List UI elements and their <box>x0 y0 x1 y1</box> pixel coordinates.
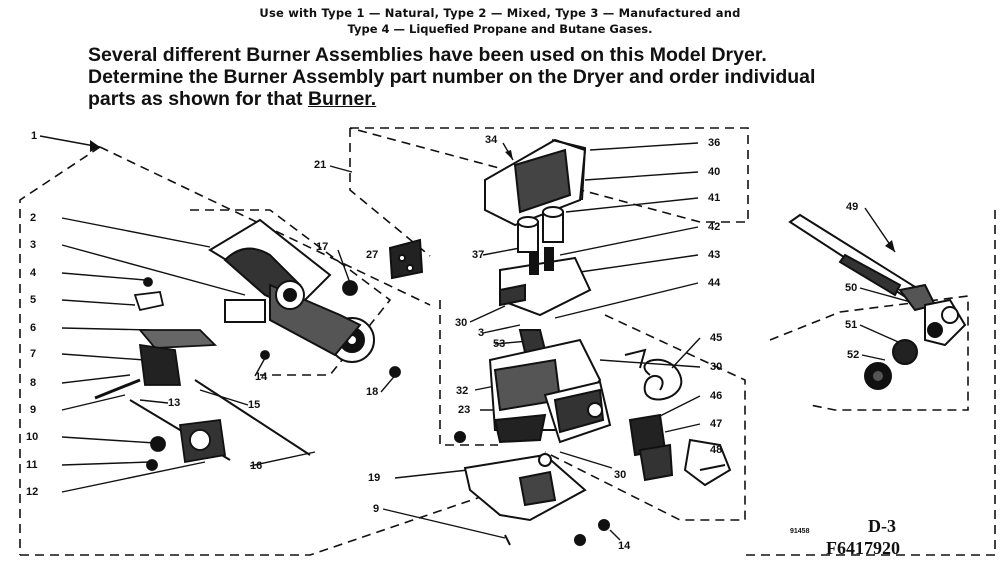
callout-50: 50 <box>845 282 857 294</box>
callout-6: 6 <box>30 322 36 334</box>
callout-30a: 30 <box>455 317 467 329</box>
callout-3: 3 <box>30 239 36 251</box>
mounting-bracket <box>463 453 610 546</box>
part-number: F6417920 <box>826 538 900 558</box>
callout-10: 10 <box>26 431 38 443</box>
outline-right-lower <box>544 314 746 521</box>
callout-14: 14 <box>255 371 268 383</box>
callout-45: 45 <box>710 332 722 344</box>
diagram-code: D-3 <box>868 516 896 536</box>
callout-52: 52 <box>847 349 859 361</box>
callout-labels: 1 2 3 4 5 6 7 8 9 10 11 12 13 14 15 16 1… <box>26 130 859 552</box>
callout-44: 44 <box>708 277 721 289</box>
callout-49: 49 <box>846 201 858 213</box>
callout-19: 19 <box>368 472 380 484</box>
callout-21: 21 <box>314 159 326 171</box>
small-mark: 91458 <box>790 528 810 535</box>
callout-42: 42 <box>708 221 720 233</box>
callout-37: 37 <box>472 249 484 261</box>
callout-53: 53 <box>493 338 505 350</box>
callout-2: 2 <box>30 212 36 224</box>
callout-34: 34 <box>485 134 498 146</box>
callout-11: 11 <box>26 459 38 471</box>
callout-1: 1 <box>31 130 37 142</box>
callout-51: 51 <box>845 319 857 331</box>
burner-tube <box>788 213 967 390</box>
callout-7: 7 <box>30 348 36 360</box>
usage-header-line-2: Type 4 — Liquefied Propane and Butane Ga… <box>347 22 653 36</box>
callout-48: 48 <box>710 444 722 456</box>
intro-line-3: parts as shown for that Burner. <box>88 88 377 110</box>
callout-9b: 9 <box>373 503 379 515</box>
callout-8: 8 <box>30 377 36 389</box>
callout-14b: 14 <box>618 540 631 552</box>
callout-13: 13 <box>168 397 180 409</box>
usage-header-line-1: Use with Type 1 — Natural, Type 2 — Mixe… <box>259 6 741 20</box>
outline-right <box>740 210 996 556</box>
intro-line-1: Several different Burner Assemblies have… <box>88 44 767 66</box>
callout-27: 27 <box>366 249 378 261</box>
coil-cover-assembly <box>388 138 587 280</box>
intro-line-2: Determine the Burner Assembly part numbe… <box>88 66 816 88</box>
callout-12: 12 <box>26 486 38 498</box>
callout-36: 36 <box>708 137 720 149</box>
outline-center <box>439 300 498 446</box>
outline-fitting <box>769 295 969 411</box>
callout-17: 17 <box>316 241 328 253</box>
leader-arrows <box>90 140 895 252</box>
right-lower-components <box>628 413 732 487</box>
callout-9: 9 <box>30 404 36 416</box>
callout-3b: 3 <box>478 327 484 339</box>
callout-23: 23 <box>458 404 470 416</box>
callout-15: 15 <box>248 399 260 411</box>
callout-43: 43 <box>708 249 720 261</box>
callout-16: 16 <box>250 460 262 472</box>
callout-18: 18 <box>366 386 378 398</box>
callout-40: 40 <box>708 166 720 178</box>
spring-clip <box>624 348 683 401</box>
callout-5: 5 <box>30 294 36 306</box>
left-components <box>94 277 401 471</box>
outline-igniter <box>190 209 392 376</box>
callout-30b: 30 <box>710 361 722 373</box>
callout-4: 4 <box>30 267 37 279</box>
igniter-assembly <box>208 218 375 363</box>
callout-41: 41 <box>708 192 720 204</box>
callout-47: 47 <box>710 418 722 430</box>
outline-main-left <box>19 146 101 555</box>
callout-30c: 30 <box>614 469 626 481</box>
callout-32: 32 <box>456 385 468 397</box>
callout-46: 46 <box>710 390 722 402</box>
gas-valve <box>454 247 612 444</box>
